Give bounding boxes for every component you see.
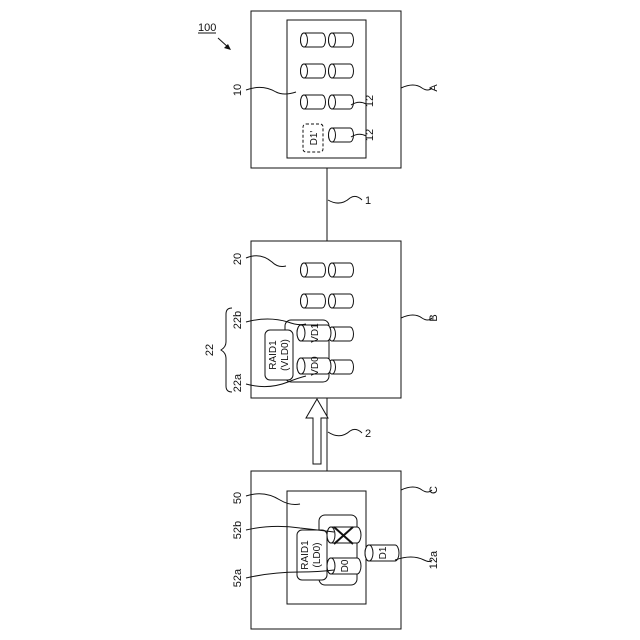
virtual-disk-vd0-label: VD0	[310, 356, 321, 376]
virtual-disk-vd1-label: VD1	[310, 323, 321, 343]
box-b-ref-label: 20	[232, 253, 244, 265]
box-a-letter: A	[428, 84, 440, 92]
raid-member-ref-a-label: 22a	[232, 373, 244, 392]
leader-1	[328, 196, 362, 203]
figure-reference-100: 100	[198, 22, 231, 50]
disk-icon	[329, 360, 354, 374]
disk-icon	[301, 64, 326, 78]
raid-label-line2: (LD0)	[312, 542, 323, 567]
raid-member-ref-b-label: 22b	[232, 311, 244, 329]
box-a: D1' 10 12 12 A	[232, 11, 440, 168]
spare-disk-d1: D1	[365, 545, 399, 561]
raid-group-brace	[221, 308, 232, 392]
disk-d0-label: D0	[340, 559, 351, 572]
disk-icon	[329, 33, 354, 47]
box-c-panel-ref-label: 50	[232, 492, 244, 504]
leader-2	[328, 429, 362, 435]
disk-ref-label-lower: 12	[364, 129, 376, 141]
disk-ref-52a-label: 52a	[232, 568, 244, 587]
raid-label-line2: (VLD0)	[280, 339, 291, 371]
disk-icon	[329, 128, 354, 142]
raid-group-ref-label: 22	[204, 344, 216, 356]
disk-icon	[301, 294, 326, 308]
box-b: RAID1 (VLD0) VD1 VD0 20 22 22b 22a B	[204, 241, 440, 398]
box-a-storage-panel	[287, 20, 366, 158]
disk-icon	[301, 95, 326, 109]
virtual-disk-vd1: VD1	[297, 323, 331, 343]
box-c: RAID1 (LD0) D0 D1 50 52b 52a 12a C	[232, 471, 440, 629]
raid-label-line1: RAID1	[268, 340, 279, 370]
raid-label-line1: RAID1	[300, 540, 311, 570]
connection-label-1: 1	[365, 195, 371, 207]
disk-ref-52b-label: 52b	[232, 521, 244, 539]
disk-icon	[301, 263, 326, 277]
box-a-panel-ref-label: 10	[232, 84, 244, 96]
failed-disk-d1	[327, 527, 361, 544]
disk-icon	[329, 263, 354, 277]
disk-icon	[329, 95, 354, 109]
disk-icon	[301, 33, 326, 47]
spare-disk-ref-label: 12a	[428, 550, 440, 569]
connection-label-2: 2	[365, 428, 371, 440]
disk-ref-label-upper: 12	[364, 95, 376, 107]
virtual-disk-label: D1'	[309, 131, 320, 146]
disk-icon	[329, 327, 354, 341]
spare-disk-d1-label: D1	[378, 546, 389, 559]
disk-d0: D0	[327, 558, 361, 574]
transfer-arrow	[306, 399, 328, 464]
disk-icon	[329, 64, 354, 78]
disk-icon	[329, 294, 354, 308]
virtual-disk-vd0: VD0	[297, 356, 331, 376]
box-c-letter: C	[428, 486, 440, 494]
box-b-letter: B	[428, 314, 440, 321]
ref-100-label: 100	[198, 22, 216, 34]
